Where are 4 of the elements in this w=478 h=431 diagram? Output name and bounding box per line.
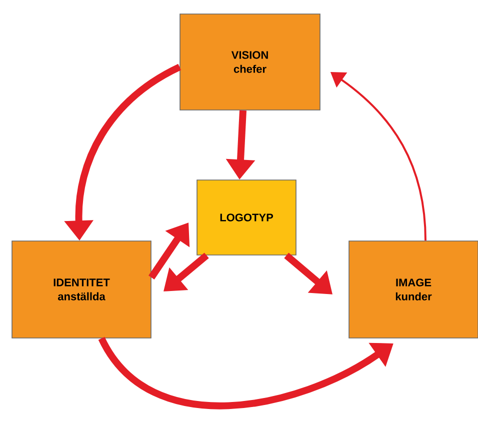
- process-box: IDENTITET anställda: [12, 240, 152, 338]
- process-box: IMAGE kunder: [348, 240, 478, 338]
- process-box: VISION chefer: [180, 14, 320, 110]
- process-box: LOGOTYP: [196, 180, 296, 256]
